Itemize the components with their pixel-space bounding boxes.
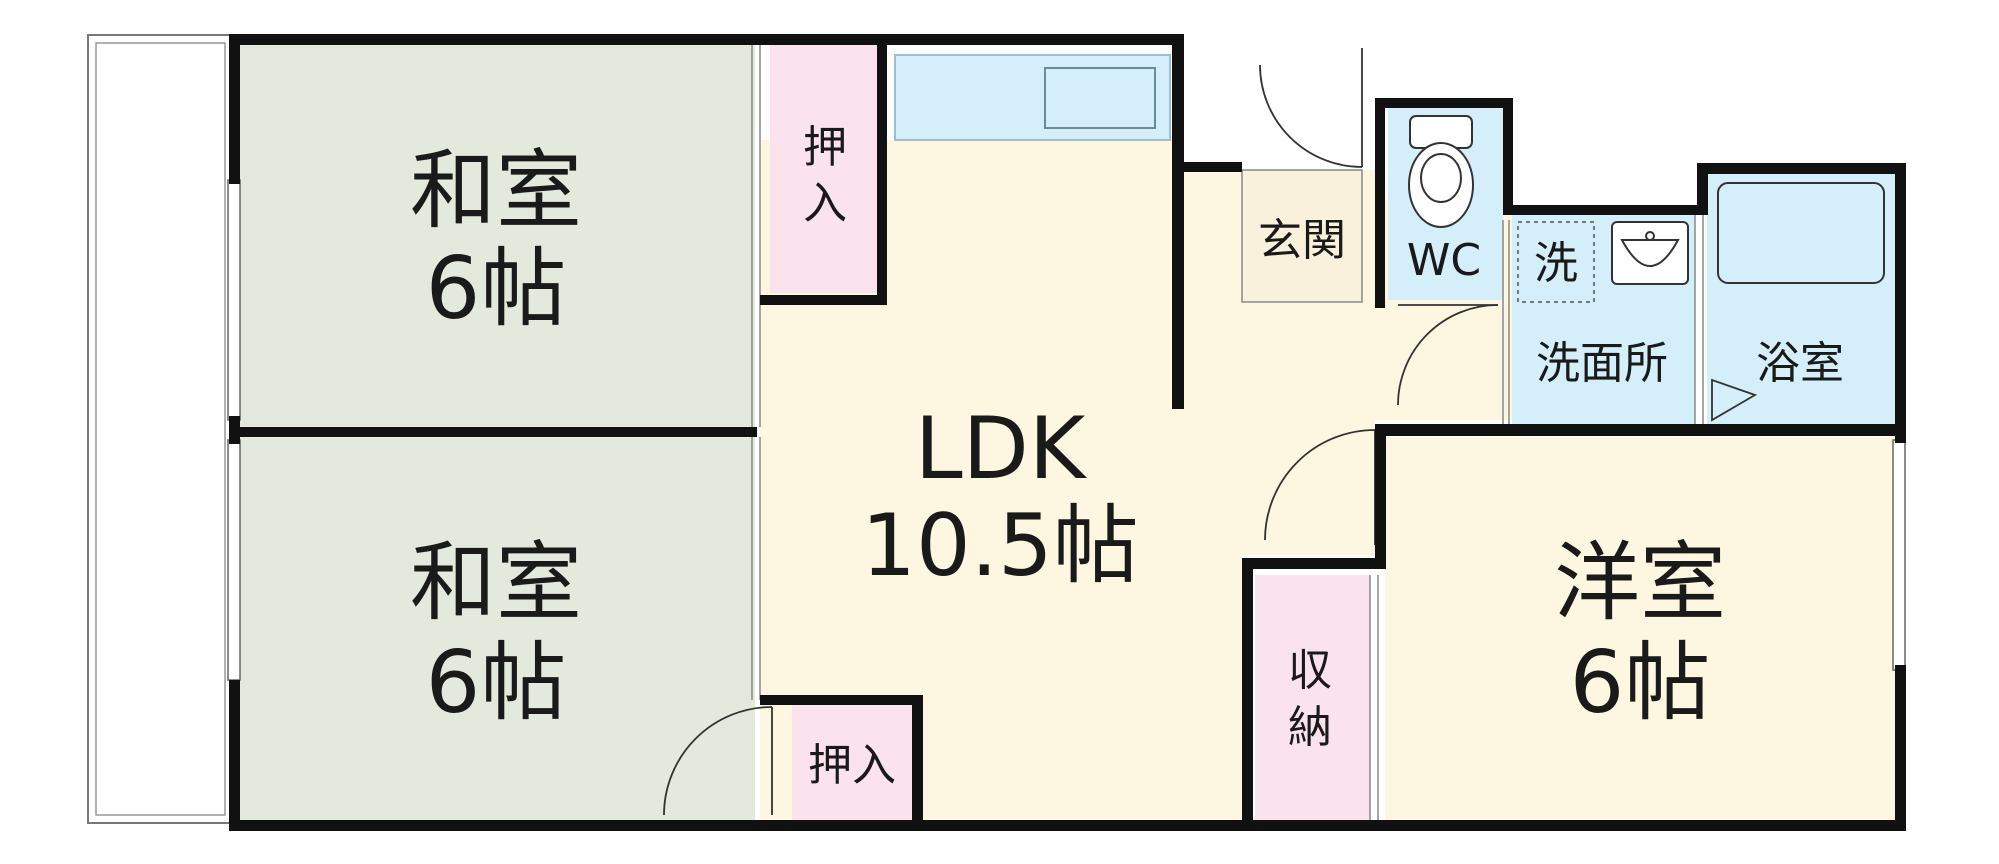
oshiire-top-char1: 押 — [803, 122, 847, 173]
toilet-icon — [1408, 115, 1474, 228]
yoshitsu-name: 洋室 — [1554, 533, 1726, 633]
genkan-floor — [1241, 169, 1363, 303]
washitsu-top-name: 和室 — [410, 141, 582, 241]
ldk-name: LDK — [915, 399, 1088, 499]
shuno-char1: 収 — [1288, 645, 1332, 696]
ldk-floor — [760, 140, 1512, 820]
oshiire-top-char2: 入 — [803, 178, 847, 229]
washitsu-bottom-label: 和室 6帖 — [410, 533, 582, 733]
yoshitsu-size: 6帖 — [1570, 633, 1711, 733]
washitsu-bottom-floor — [237, 437, 755, 820]
balcony — [87, 34, 234, 824]
shuno-char2: 納 — [1288, 702, 1332, 753]
genkan-label: 玄関 — [1258, 215, 1346, 266]
yoshitsu-label: 洋室 6帖 — [1554, 533, 1726, 733]
yoshitsu-floor — [1385, 437, 1903, 820]
oshiire-bottom-label: 押入 — [808, 740, 896, 791]
washer-space-icon — [1517, 221, 1595, 303]
senmenjo-label: 洗面所 — [1536, 338, 1668, 389]
yokushitsu-label: 浴室 — [1756, 338, 1844, 389]
wc-label: WC — [1407, 235, 1481, 286]
oshiire-bottom-floor — [792, 705, 912, 820]
ldk-label: LDK 10.5帖 — [861, 399, 1138, 596]
oshiire-top-label: 押 入 — [803, 122, 847, 229]
washitsu-top-floor — [237, 45, 755, 427]
ldk-size: 10.5帖 — [861, 496, 1138, 596]
washer-label: 洗 — [1534, 238, 1578, 289]
basin-icon — [1611, 221, 1689, 285]
partition-lines — [751, 45, 1704, 820]
bath-door-icon — [1711, 378, 1758, 422]
walls — [229, 34, 1906, 831]
oshiire-top-floor — [770, 45, 882, 293]
washitsu-bottom-name: 和室 — [410, 533, 582, 633]
shuno-label: 収 納 — [1288, 645, 1332, 753]
washitsu-top-size: 6帖 — [426, 239, 567, 339]
washitsu-bottom-size: 6帖 — [426, 633, 567, 733]
sink-icon — [1044, 67, 1156, 129]
washitsu-top-label: 和室 6帖 — [410, 141, 582, 339]
bathtub-icon — [1717, 182, 1885, 284]
shuno-floor — [1255, 575, 1370, 820]
